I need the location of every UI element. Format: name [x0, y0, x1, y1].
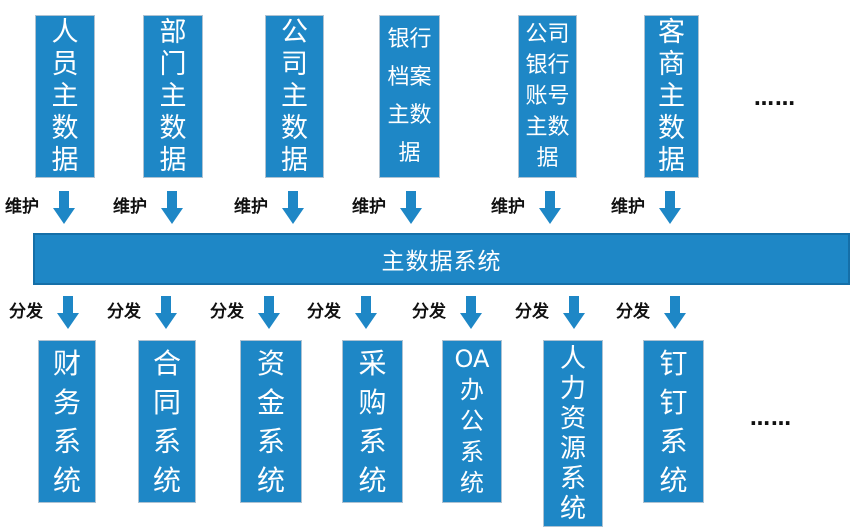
down-arrow-icon [400, 190, 422, 224]
source-box-label: 公司银行账号主数据 [525, 22, 570, 171]
down-arrow-icon [161, 190, 183, 224]
maintain-flow: 维护 [113, 190, 183, 224]
down-arrow-icon [57, 295, 79, 329]
source-box-company-bank-account: 公司银行账号主数据 [518, 15, 577, 178]
system-box-label: OA办公系统 [454, 345, 490, 497]
source-box-company: 公司主数据 [265, 15, 324, 178]
system-box-label: 合同系统 [152, 346, 181, 497]
distribute-label: 分发 [107, 301, 141, 322]
maintain-flow: 维护 [5, 190, 75, 224]
source-box-label: 公司主数据 [281, 16, 308, 176]
system-box-dingtalk: 钉钉系统 [643, 340, 704, 503]
system-box-label: 人力资源系统 [559, 343, 586, 524]
down-arrow-icon [563, 295, 585, 329]
distribute-label: 分发 [307, 301, 341, 322]
system-box-contract: 合同系统 [138, 340, 196, 503]
system-box-procurement: 采购系统 [342, 340, 403, 503]
maintain-flow: 维护 [352, 190, 422, 224]
system-box-oa-office: OA办公系统 [442, 340, 502, 503]
distribute-flow: 分发 [616, 295, 686, 329]
distribute-flow: 分发 [107, 295, 177, 329]
source-box-bank-archive: 银行档案主数据 [379, 15, 440, 178]
distribute-label: 分发 [9, 301, 43, 322]
source-box-personnel: 人员主数据 [35, 15, 95, 178]
distribute-flow: 分发 [515, 295, 585, 329]
source-box-department: 部门主数据 [143, 15, 203, 178]
maintain-flow: 维护 [491, 190, 561, 224]
down-arrow-icon [155, 295, 177, 329]
maintain-label: 维护 [491, 196, 525, 217]
down-arrow-icon [282, 190, 304, 224]
down-arrow-icon [539, 190, 561, 224]
maintain-label: 维护 [611, 196, 645, 217]
source-box-label: 部门主数据 [159, 16, 187, 176]
maintain-label: 维护 [113, 196, 147, 217]
source-box-label: 银行档案主数据 [387, 26, 432, 166]
system-box-label: 钉钉系统 [659, 346, 688, 497]
down-arrow-icon [664, 295, 686, 329]
maintain-flow: 维护 [611, 190, 681, 224]
system-box-label: 财务系统 [52, 346, 81, 497]
more-systems-ellipsis: …… [750, 406, 792, 430]
system-box-label: 资金系统 [256, 346, 285, 497]
distribute-label: 分发 [210, 301, 244, 322]
hub-bar-title: 主数据系统 [381, 249, 502, 275]
source-box-customer-vendor: 客商主数据 [644, 15, 699, 178]
system-box-human-resources: 人力资源系统 [543, 340, 603, 527]
system-box-label: 采购系统 [358, 346, 387, 497]
distribute-label: 分发 [515, 301, 549, 322]
down-arrow-icon [53, 190, 75, 224]
maintain-label: 维护 [234, 196, 268, 217]
distribute-flow: 分发 [412, 295, 482, 329]
distribute-flow: 分发 [9, 295, 79, 329]
distribute-flow: 分发 [307, 295, 377, 329]
distribute-label: 分发 [616, 301, 650, 322]
down-arrow-icon [355, 295, 377, 329]
system-box-funds: 资金系统 [240, 340, 302, 503]
down-arrow-icon [258, 295, 280, 329]
down-arrow-icon [460, 295, 482, 329]
system-box-finance: 财务系统 [38, 340, 96, 503]
maintain-flow: 维护 [234, 190, 304, 224]
distribute-label: 分发 [412, 301, 446, 322]
maintain-label: 维护 [5, 196, 39, 217]
down-arrow-icon [659, 190, 681, 224]
distribute-flow: 分发 [210, 295, 280, 329]
hub-bar-master-data-system: 主数据系统 [33, 233, 850, 285]
source-box-label: 客商主数据 [658, 16, 685, 176]
more-sources-ellipsis: …… [754, 86, 796, 110]
maintain-label: 维护 [352, 196, 386, 217]
source-box-label: 人员主数据 [51, 16, 79, 176]
